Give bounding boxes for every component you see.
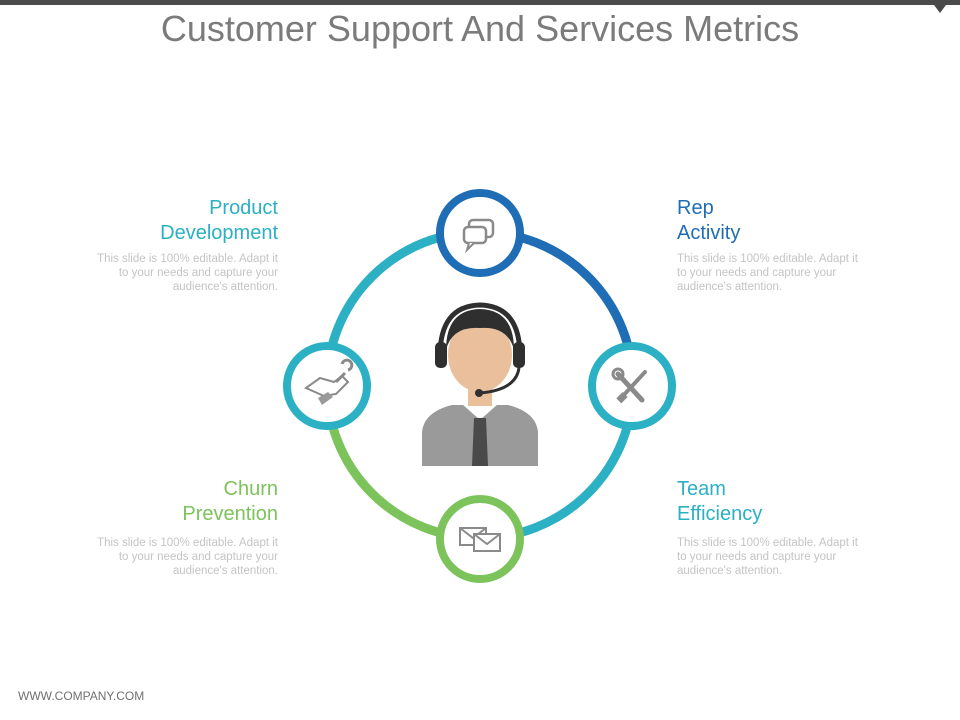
heading-team-efficiency: Team Efficiency bbox=[677, 477, 835, 527]
desc-product-development: This slide is 100% editable. Adapt it to… bbox=[97, 253, 278, 293]
heading-rep-activity: Rep Activity bbox=[677, 196, 835, 246]
footer-url: WWW.COMPANY.COM bbox=[18, 689, 145, 703]
heading-line-2: Efficiency bbox=[677, 503, 763, 525]
heading-line-1: Rep bbox=[677, 197, 714, 219]
heading-churn-prevention: Churn Prevention bbox=[120, 477, 278, 527]
tools-icon bbox=[588, 342, 676, 430]
heading-line-2: Prevention bbox=[182, 503, 278, 525]
handshake-wrench-icon bbox=[283, 342, 371, 430]
slide-title: Customer Support And Services Metrics bbox=[160, 8, 800, 49]
heading-product-development: Product Development bbox=[120, 196, 278, 246]
desc-churn-prevention: This slide is 100% editable. Adapt it to… bbox=[97, 537, 278, 577]
desc-rep-activity: This slide is 100% editable. Adapt it to… bbox=[677, 253, 858, 293]
heading-line-1: Churn bbox=[223, 478, 278, 500]
heading-line-2: Development bbox=[160, 222, 278, 244]
envelopes-icon bbox=[436, 495, 524, 583]
heading-line-1: Team bbox=[677, 478, 726, 500]
heading-line-2: Activity bbox=[677, 222, 741, 244]
top-bar bbox=[0, 0, 960, 5]
chat-bubbles-icon bbox=[436, 189, 524, 277]
support-agent-icon bbox=[422, 302, 538, 466]
desc-team-efficiency: This slide is 100% editable. Adapt it to… bbox=[677, 537, 858, 577]
dropdown-arrow-icon bbox=[934, 5, 946, 13]
heading-line-1: Product bbox=[209, 197, 278, 219]
